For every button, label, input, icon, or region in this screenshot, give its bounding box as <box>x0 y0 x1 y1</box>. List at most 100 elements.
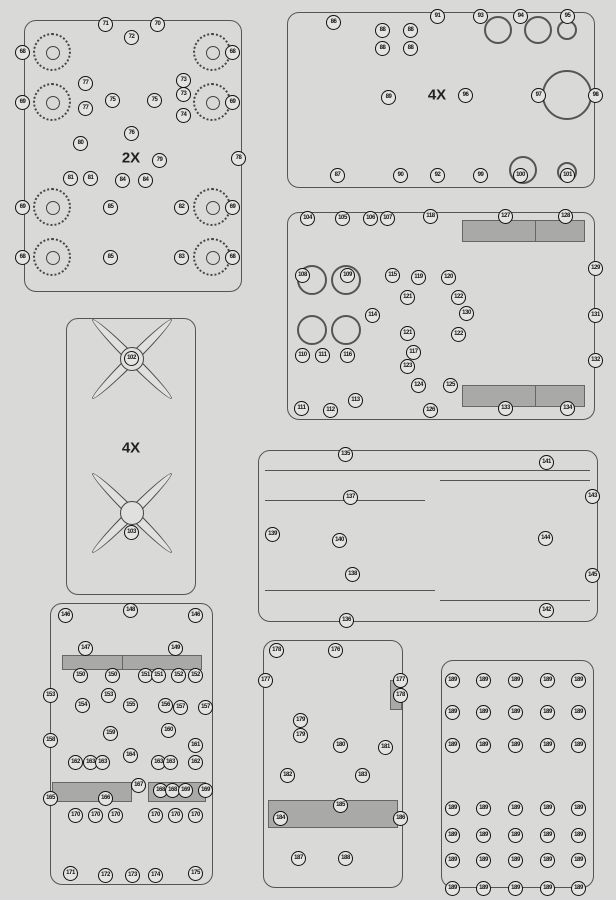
part-number-callout: 121 <box>400 326 415 341</box>
part-number-callout: 85 <box>103 200 118 215</box>
part-number-callout: 132 <box>588 353 603 368</box>
part-number-callout: 69 <box>225 200 240 215</box>
part-number-callout: 188 <box>338 851 353 866</box>
shaded-part-area <box>52 782 132 802</box>
part-number-callout: 189 <box>540 673 555 688</box>
part-number-callout: 134 <box>560 401 575 416</box>
part-number-callout: 162 <box>68 755 83 770</box>
part-number-callout: 178 <box>393 688 408 703</box>
part-number-callout: 88 <box>375 41 390 56</box>
part-number-callout: 84 <box>115 173 130 188</box>
part-number-callout: 153 <box>101 688 116 703</box>
part-number-callout: 122 <box>451 327 466 342</box>
part-number-callout: 189 <box>476 673 491 688</box>
part-number-callout: 189 <box>508 738 523 753</box>
part-number-callout: 185 <box>333 798 348 813</box>
part-number-callout: 189 <box>508 705 523 720</box>
part-number-callout: 177 <box>258 673 273 688</box>
part-number-callout: 118 <box>423 209 438 224</box>
ring-part <box>524 16 552 44</box>
shaded-part-area <box>268 800 398 828</box>
part-number-callout: 109 <box>340 268 355 283</box>
part-number-callout: 69 <box>15 200 30 215</box>
part-number-callout: 115 <box>385 268 400 283</box>
part-number-callout: 85 <box>103 250 118 265</box>
part-number-callout: 189 <box>540 705 555 720</box>
part-number-callout: 141 <box>539 455 554 470</box>
part-number-callout: 155 <box>123 698 138 713</box>
part-number-callout: 147 <box>78 641 93 656</box>
part-number-callout: 86 <box>326 15 341 30</box>
part-number-callout: 100 <box>513 168 528 183</box>
part-number-callout: 169 <box>178 783 193 798</box>
part-number-callout: 175 <box>188 866 203 881</box>
part-number-callout: 189 <box>476 853 491 868</box>
part-number-callout: 93 <box>473 9 488 24</box>
part-number-callout: 69 <box>15 95 30 110</box>
part-number-callout: 82 <box>174 200 189 215</box>
part-number-callout: 96 <box>458 88 473 103</box>
part-number-callout: 129 <box>588 261 603 276</box>
part-number-callout: 70 <box>150 17 165 32</box>
part-number-callout: 84 <box>138 173 153 188</box>
part-number-callout: 189 <box>445 881 460 896</box>
part-number-callout: 106 <box>363 211 378 226</box>
part-number-callout: 189 <box>476 705 491 720</box>
sprue-fuselage-frames <box>258 450 598 622</box>
part-number-callout: 170 <box>68 808 83 823</box>
part-number-callout: 167 <box>131 778 146 793</box>
part-number-callout: 73 <box>176 73 191 88</box>
part-number-callout: 171 <box>63 866 78 881</box>
part-number-callout: 160 <box>161 723 176 738</box>
part-number-callout: 153 <box>43 688 58 703</box>
part-number-callout: 107 <box>380 211 395 226</box>
part-number-callout: 189 <box>571 673 586 688</box>
part-number-callout: 140 <box>332 533 347 548</box>
part-number-callout: 187 <box>291 851 306 866</box>
part-number-callout: 91 <box>430 9 445 24</box>
part-number-callout: 189 <box>540 853 555 868</box>
ring-part <box>331 315 361 345</box>
part-number-callout: 121 <box>400 290 415 305</box>
part-number-callout: 81 <box>83 171 98 186</box>
part-number-callout: 189 <box>445 853 460 868</box>
part-number-callout: 88 <box>375 23 390 38</box>
part-number-callout: 112 <box>323 403 338 418</box>
part-number-callout: 189 <box>508 853 523 868</box>
ring-part <box>484 16 512 44</box>
part-number-callout: 105 <box>335 211 350 226</box>
part-number-callout: 75 <box>147 93 162 108</box>
part-number-callout: 150 <box>105 668 120 683</box>
part-number-callout: 74 <box>176 108 191 123</box>
part-number-callout: 170 <box>88 808 103 823</box>
frame-part-line <box>440 480 590 481</box>
part-number-callout: 157 <box>173 700 188 715</box>
part-number-callout: 166 <box>98 791 113 806</box>
part-number-callout: 69 <box>225 95 240 110</box>
part-number-callout: 81 <box>63 171 78 186</box>
part-number-callout: 148 <box>123 603 138 618</box>
part-number-callout: 77 <box>78 76 93 91</box>
part-number-callout: 68 <box>15 250 30 265</box>
part-number-callout: 150 <box>73 668 88 683</box>
part-number-callout: 179 <box>293 728 308 743</box>
part-number-callout: 92 <box>430 168 445 183</box>
part-number-callout: 179 <box>293 713 308 728</box>
part-number-callout: 189 <box>445 673 460 688</box>
part-number-callout: 130 <box>459 306 474 321</box>
part-number-callout: 142 <box>539 603 554 618</box>
part-number-callout: 114 <box>365 308 380 323</box>
part-number-callout: 98 <box>588 88 603 103</box>
part-number-callout: 80 <box>73 136 88 151</box>
part-number-callout: 189 <box>508 673 523 688</box>
part-number-callout: 103 <box>124 525 139 540</box>
part-number-callout: 116 <box>340 348 355 363</box>
part-number-callout: 88 <box>403 23 418 38</box>
part-number-callout: 145 <box>585 568 600 583</box>
part-number-callout: 120 <box>441 270 456 285</box>
part-number-callout: 95 <box>560 9 575 24</box>
part-number-callout: 152 <box>171 668 186 683</box>
shaded-part-area <box>122 655 202 670</box>
frame-part-line <box>265 470 590 471</box>
part-number-callout: 68 <box>225 45 240 60</box>
